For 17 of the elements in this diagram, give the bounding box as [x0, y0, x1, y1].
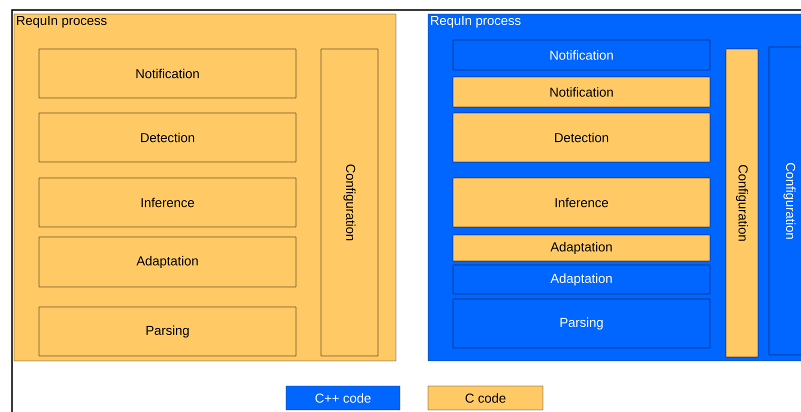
module-box: Adaptation: [452, 264, 710, 294]
module-box: Notification: [452, 76, 710, 108]
module-box: Detection: [38, 112, 296, 162]
legend-label: C code: [466, 393, 506, 403]
module-box: Parsing: [38, 306, 296, 356]
module-box: Adaptation: [452, 234, 710, 262]
module-box: Notification: [452, 40, 710, 70]
module-box: Configuration: [320, 48, 378, 356]
module-box: Configuration: [768, 46, 801, 356]
module-box: Inference: [38, 178, 296, 228]
module-box: Detection: [452, 112, 710, 162]
legend-label: C++ code: [315, 393, 371, 403]
module-box: Notification: [38, 48, 296, 98]
module-box: Configuration: [726, 48, 758, 358]
module-box: Adaptation: [38, 236, 296, 288]
module-box: Parsing: [452, 298, 710, 348]
module-box: Inference: [452, 178, 710, 228]
